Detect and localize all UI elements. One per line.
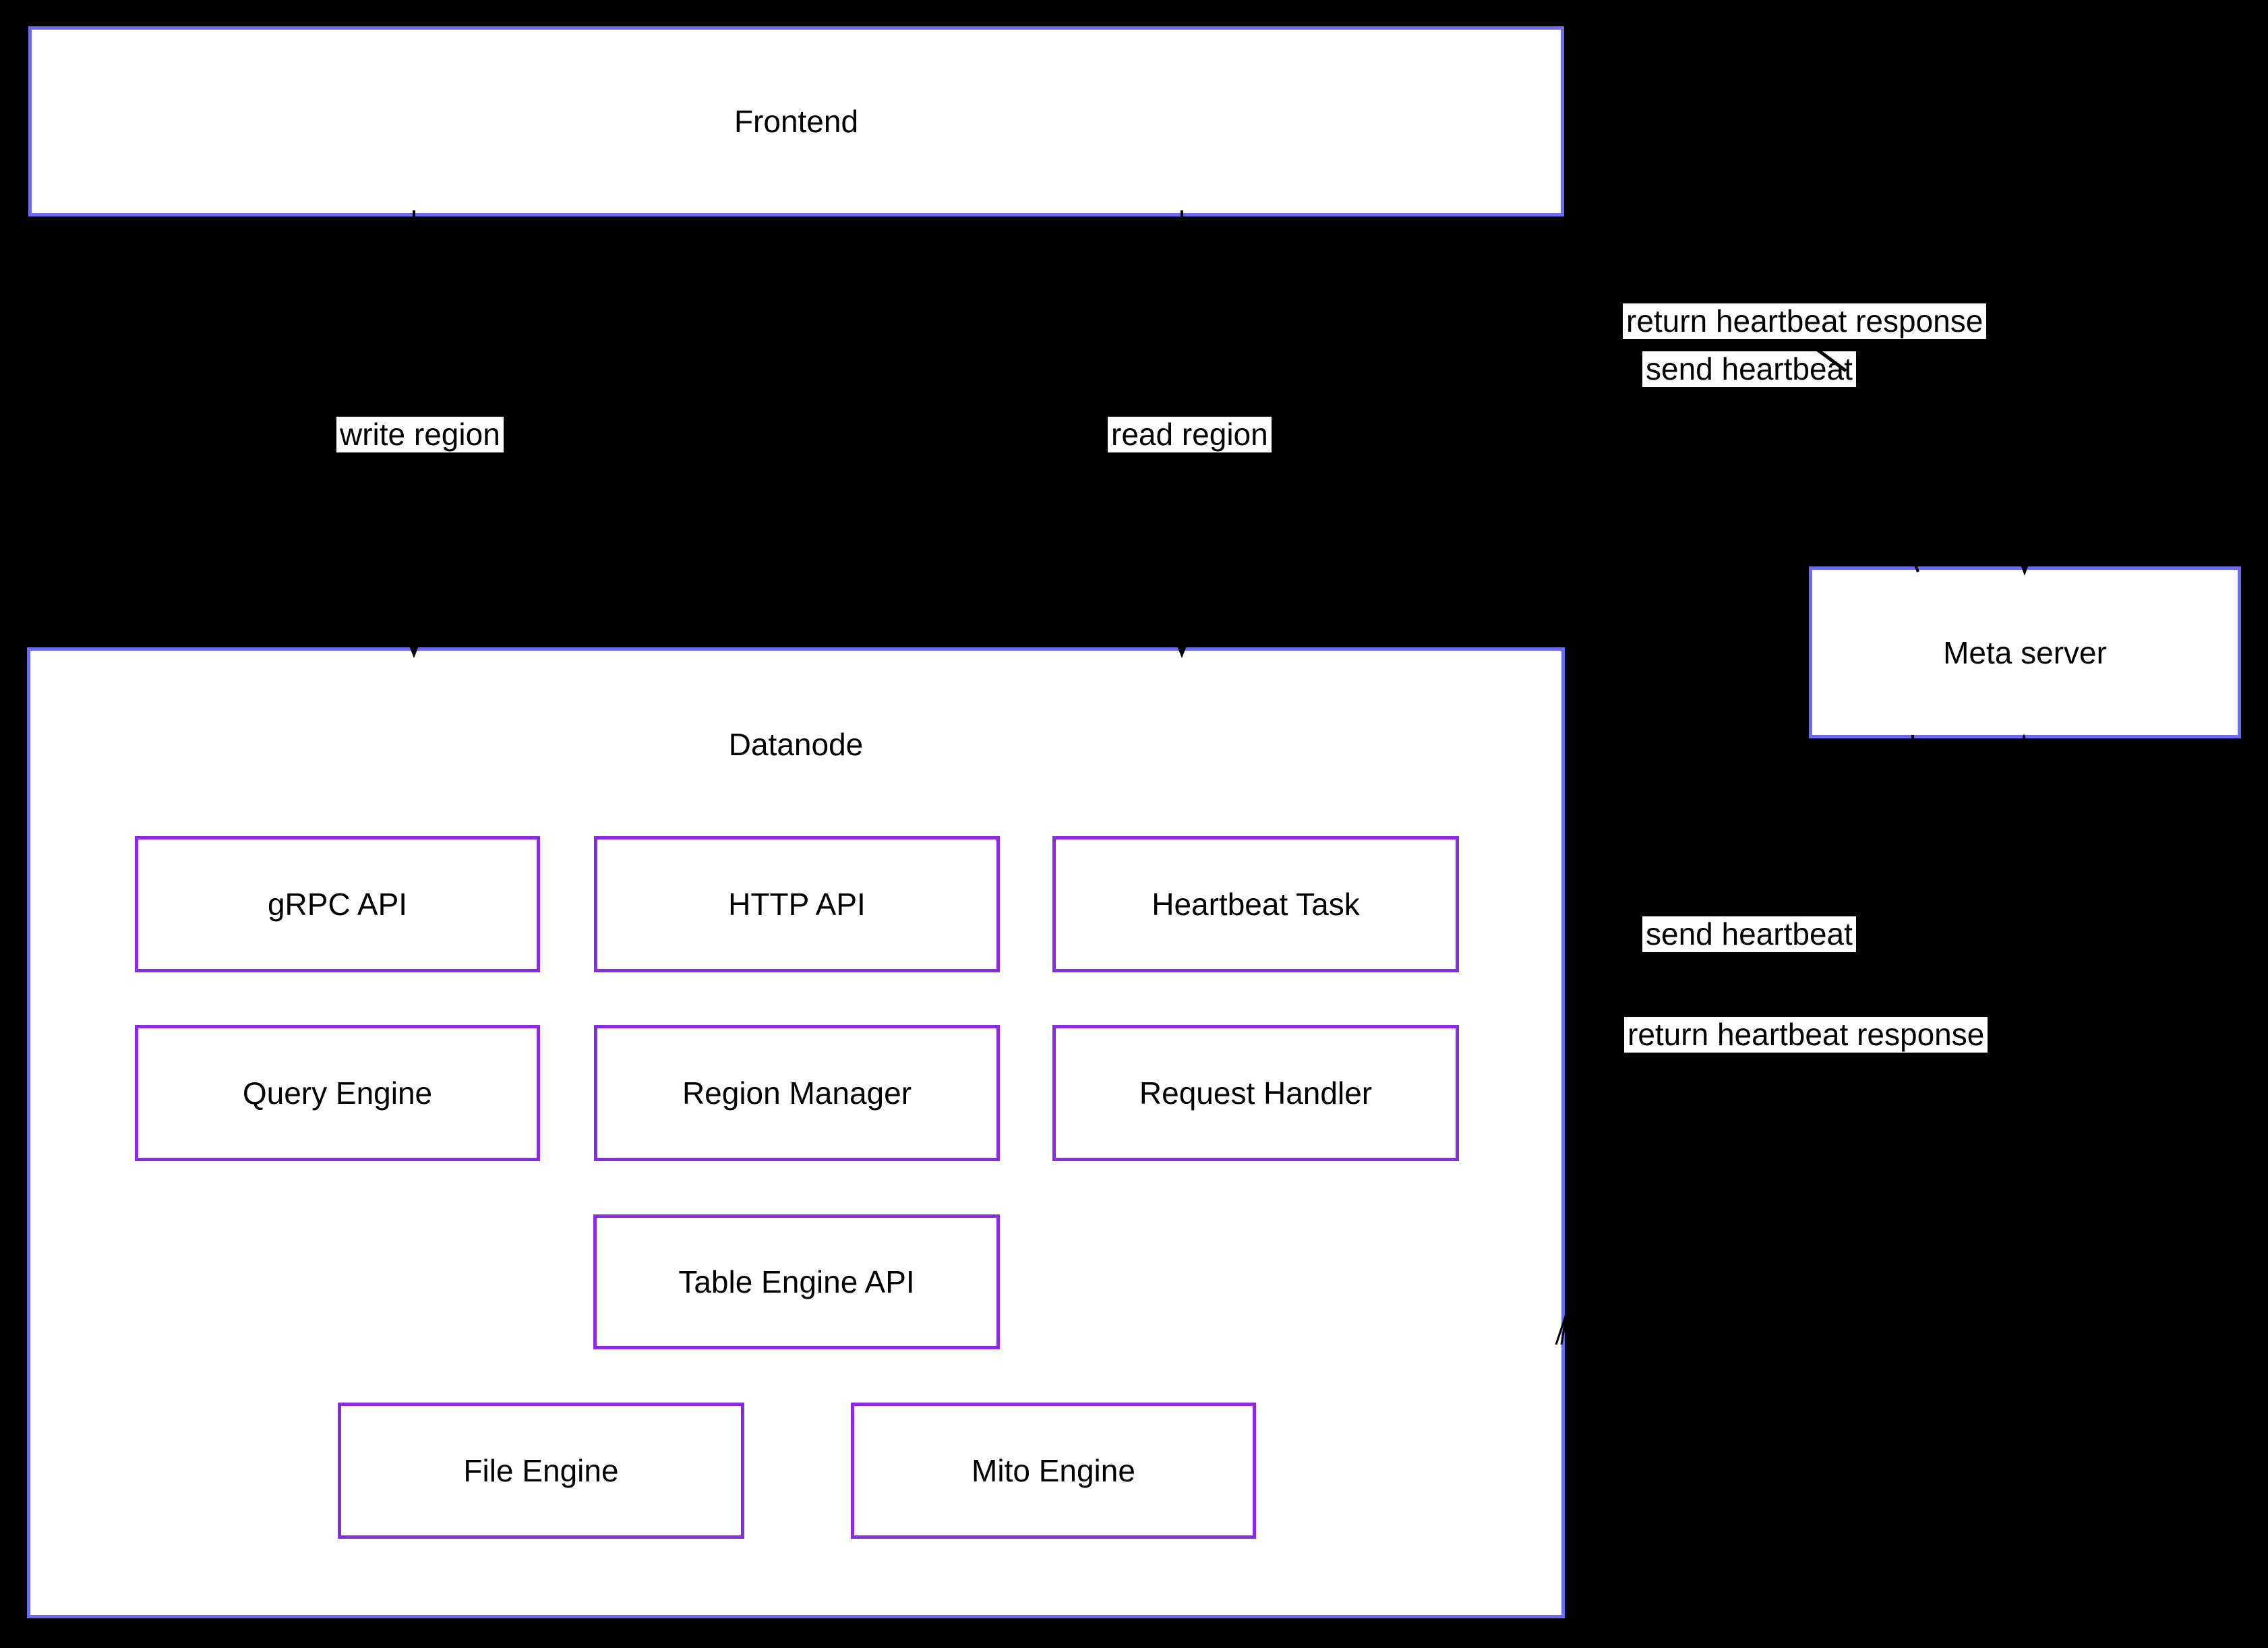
heartbeat-task-label: Heartbeat Task bbox=[1152, 887, 1360, 922]
node-http-api: HTTP API bbox=[594, 836, 1000, 972]
send-heartbeat-mid-arrowhead bbox=[2019, 734, 2029, 748]
node-region-manager: Region Manager bbox=[594, 1025, 1000, 1161]
datanode-label: Datanode bbox=[728, 727, 864, 762]
node-file-engine: File Engine bbox=[338, 1403, 744, 1539]
meta-server-label: Meta server bbox=[1943, 635, 2107, 670]
node-table-engine-api: Table Engine API bbox=[593, 1214, 1000, 1349]
edge-label-send-heartbeat-top: send heartbeat bbox=[1642, 351, 1856, 387]
send-heartbeat-mid-arrow bbox=[1565, 738, 2025, 939]
return-heartbeat-mid-arrowhead bbox=[1571, 1127, 1588, 1138]
edge-label-write-region: write region bbox=[336, 417, 504, 452]
frontend-cluster: Frontend bbox=[28, 26, 1564, 216]
return-heartbeat-top-arrowhead bbox=[1570, 163, 1586, 174]
edge-label-return-heartbeat-mid: return heartbeat response bbox=[1624, 1017, 1988, 1053]
http-api-label: HTTP API bbox=[728, 887, 866, 922]
region-manager-label: Region Manager bbox=[682, 1076, 912, 1111]
node-grpc-api: gRPC API bbox=[135, 836, 540, 972]
node-heartbeat-task: Heartbeat Task bbox=[1052, 836, 1459, 972]
request-handler-label: Request Handler bbox=[1139, 1076, 1373, 1111]
query-engine-label: Query Engine bbox=[242, 1076, 433, 1111]
edge-label-send-heartbeat-mid: send heartbeat bbox=[1642, 916, 1856, 952]
table-engine-api-label: Table Engine API bbox=[678, 1264, 915, 1299]
file-engine-label: File Engine bbox=[463, 1453, 619, 1488]
mito-engine-label: Mito Engine bbox=[972, 1453, 1135, 1488]
edge-label-read-region: read region bbox=[1108, 417, 1272, 452]
write-region-arrowhead bbox=[409, 645, 419, 658]
node-request-handler: Request Handler bbox=[1052, 1025, 1459, 1161]
edge-label-return-heartbeat-top: return heartbeat response bbox=[1623, 303, 1987, 339]
read-region-arrowhead bbox=[1176, 645, 1187, 658]
frontend-label: Frontend bbox=[734, 104, 859, 139]
datanode-border-edge-stub bbox=[1555, 1312, 1568, 1345]
node-query-engine: Query Engine bbox=[135, 1025, 540, 1161]
send-heartbeat-top-arrowhead bbox=[2019, 561, 2030, 576]
node-mito-engine: Mito Engine bbox=[851, 1403, 1256, 1539]
grpc-api-label: gRPC API bbox=[267, 887, 408, 922]
meta-server-cluster: Meta server bbox=[1809, 566, 2241, 738]
